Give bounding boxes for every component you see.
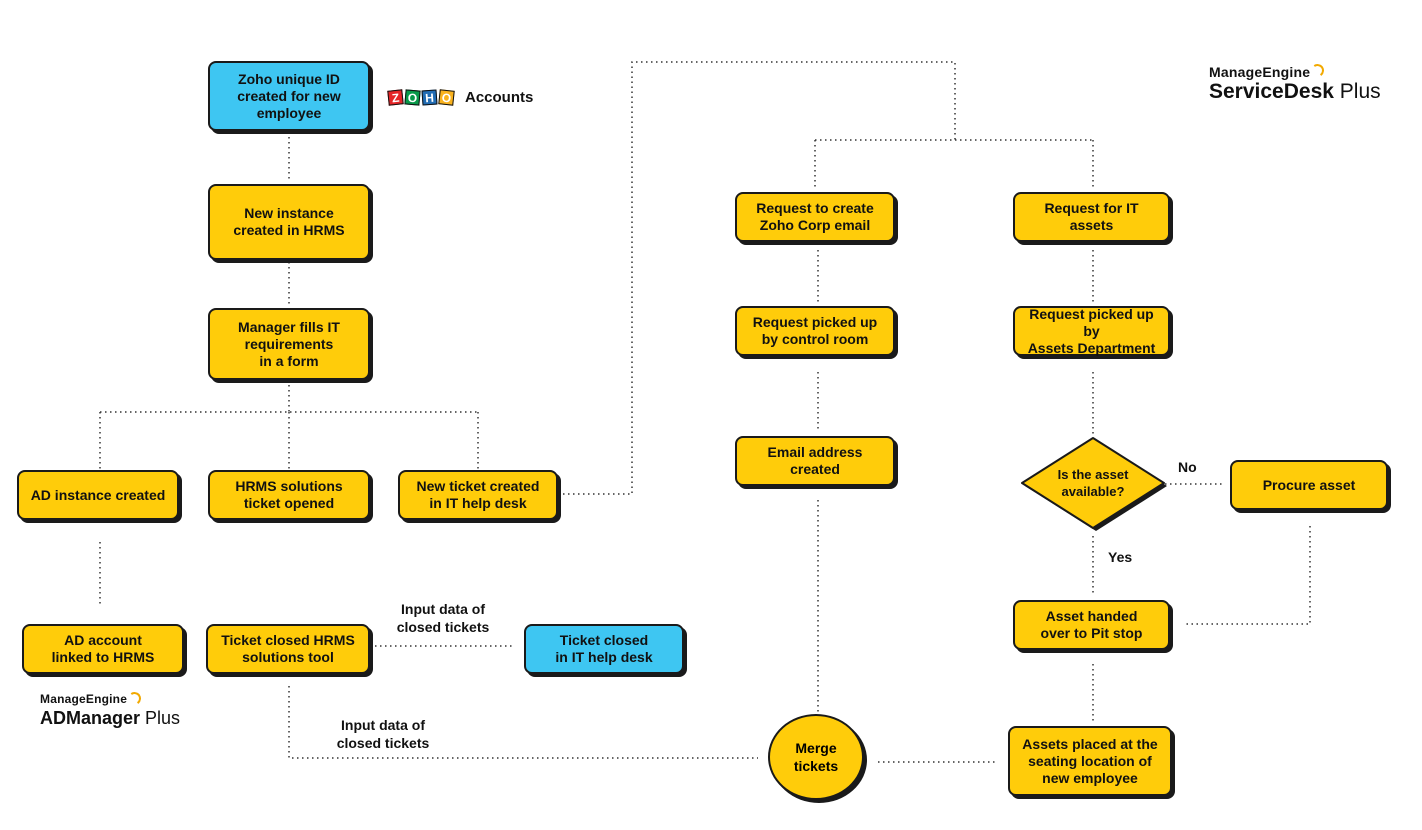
node-procure: Procure asset bbox=[1230, 460, 1388, 510]
node-req-assets: Request for IT assets bbox=[1013, 192, 1170, 242]
brand-servicedesk: ManageEngine ServiceDesk Plus bbox=[1209, 62, 1381, 104]
node-asset-available: Is the asset available? bbox=[1021, 436, 1167, 531]
node-assets-placed: Assets placed at the seating location of… bbox=[1008, 726, 1172, 796]
label-yes: Yes bbox=[1108, 549, 1133, 565]
admanager-product: ADManager bbox=[40, 708, 141, 728]
node-ticket-closed-hrms: Ticket closed HRMS solutions tool bbox=[206, 624, 370, 674]
admanager-suffix: Plus bbox=[140, 708, 181, 728]
decision-text: Is the asset available? bbox=[1057, 467, 1129, 499]
admanager-vendor: ManageEngine bbox=[40, 692, 128, 706]
node-req-email: Request to create Zoho Corp email bbox=[735, 192, 895, 242]
node-ticket-closed-it: Ticket closed in IT help desk bbox=[524, 624, 684, 674]
connector-procure-handed bbox=[1183, 526, 1311, 625]
zoho-letter-z: Z bbox=[387, 89, 404, 106]
servicedesk-vendor: ManageEngine bbox=[1209, 64, 1311, 80]
label-input-data-top: Input data of closed tickets bbox=[396, 601, 490, 635]
servicedesk-product: ServiceDesk bbox=[1209, 80, 1334, 103]
node-ad-instance: AD instance created bbox=[17, 470, 179, 520]
manageengine-arc-icon bbox=[1310, 62, 1326, 79]
node-hrms-ticket: HRMS solutions ticket opened bbox=[208, 470, 370, 520]
zoho-letter-o1: O bbox=[404, 89, 421, 106]
node-hrms-instance: New instance created in HRMS bbox=[208, 184, 370, 260]
node-ad-linked: AD account linked to HRMS bbox=[22, 624, 184, 674]
decision-diamond bbox=[1021, 437, 1167, 531]
label-no: No bbox=[1178, 459, 1197, 475]
node-req-assets-dept: Request picked up by Assets Department bbox=[1013, 306, 1170, 356]
node-req-control: Request picked up by control room bbox=[735, 306, 895, 356]
connector-ticket-to-bus bbox=[558, 61, 956, 495]
servicedesk-suffix: Plus bbox=[1333, 80, 1381, 103]
brand-admanager: ManageEngine ADManager Plus bbox=[40, 690, 181, 730]
node-handed-over: Asset handed over to Pit stop bbox=[1013, 600, 1170, 650]
node-email-created: Email address created bbox=[735, 436, 895, 486]
zoho-letter-h: H bbox=[421, 89, 438, 106]
zoho-accounts-label: Accounts bbox=[465, 89, 534, 106]
node-merge-tickets: Merge tickets bbox=[768, 714, 864, 800]
node-manager-form: Manager fills IT requirements in a form bbox=[208, 308, 370, 380]
zoho-letter-o2: O bbox=[438, 89, 455, 106]
manageengine-arc-icon bbox=[127, 690, 143, 707]
node-zoho-id: Zoho unique ID created for new employee bbox=[208, 61, 370, 131]
node-new-ticket: New ticket created in IT help desk bbox=[398, 470, 558, 520]
zoho-logo: Z O H O bbox=[387, 89, 455, 106]
label-input-data-bottom: Input data of closed tickets bbox=[336, 717, 430, 751]
